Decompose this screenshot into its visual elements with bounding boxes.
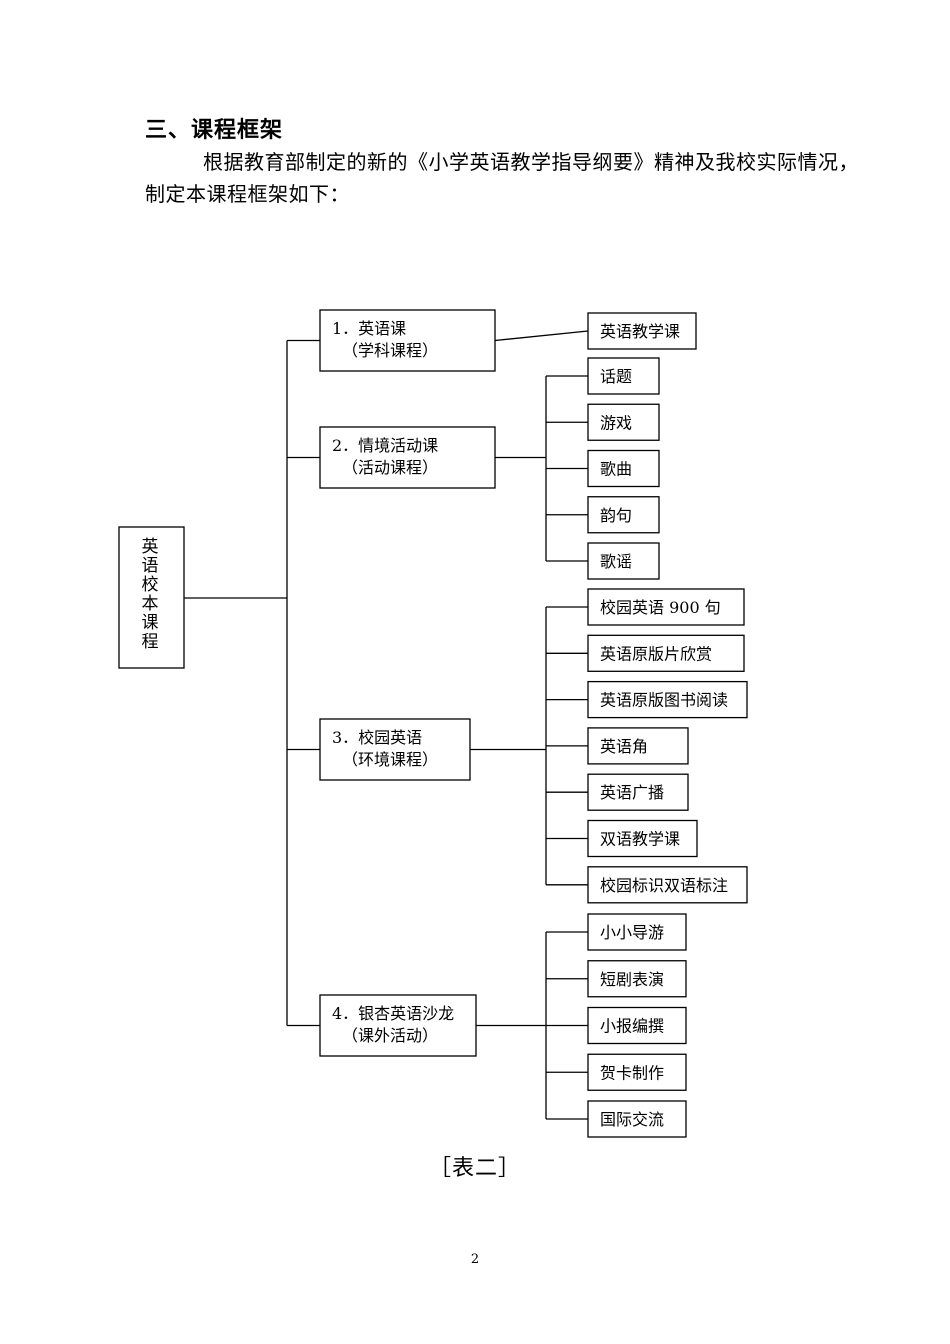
- branch-subtitle: （课外活动）: [342, 1026, 438, 1045]
- branch-subtitle: （环境课程）: [342, 750, 438, 769]
- root-label-char: 本: [142, 594, 159, 614]
- leaf-label: 话题: [600, 367, 632, 386]
- leaf-label: 英语教学课: [600, 322, 680, 341]
- leaf-label: 短剧表演: [600, 970, 664, 989]
- leaf-label: 游戏: [600, 413, 632, 432]
- leaf-box: [587, 542, 660, 580]
- leaf-label: 歌曲: [600, 460, 632, 479]
- leaf-box: [587, 449, 660, 488]
- root-box: [118, 526, 185, 669]
- leaf-box: [587, 773, 689, 811]
- leaf-label: 双语教学课: [600, 830, 680, 849]
- leaf-label: 国际交流: [600, 1110, 664, 1129]
- leaf-label: 英语原版片欣赏: [600, 644, 712, 663]
- leaf-box: [587, 866, 748, 904]
- branch-title: 1．英语课: [332, 319, 406, 338]
- branch-subtitle: （活动课程）: [342, 458, 438, 477]
- leaf-label: 韵句: [600, 506, 632, 525]
- leaf-label: 校园英语 900 句: [600, 598, 721, 617]
- leaf-box: [587, 819, 698, 858]
- section-heading: 三、课程框架: [145, 118, 284, 143]
- branch-subtitle: （学科课程）: [342, 341, 438, 360]
- leaf-label: 英语角: [600, 737, 648, 756]
- branch-box: [319, 426, 496, 489]
- branch-box: [319, 994, 477, 1057]
- leaf-label: 英语原版图书阅读: [600, 691, 728, 710]
- leaf-box: [587, 634, 745, 672]
- leaf-box: [587, 403, 660, 441]
- leaf-label: 贺卡制作: [600, 1063, 664, 1082]
- branch-title: 4．银杏英语沙龙: [332, 1004, 454, 1023]
- leaf-box: [587, 312, 697, 350]
- leaf-box: [587, 680, 748, 719]
- root-label-char: 英: [142, 537, 159, 557]
- leaf-label: 校园标识双语标注: [600, 876, 728, 895]
- root-label-char: 语: [142, 556, 159, 576]
- leaf-box: [587, 1100, 687, 1138]
- leaf-box: [587, 727, 689, 765]
- root-label-char: 程: [142, 632, 159, 652]
- root-label-char: 课: [142, 613, 159, 633]
- leaf-box: [587, 1006, 687, 1045]
- tree-connectors: [184, 330, 589, 1120]
- leaf-box: [587, 588, 745, 626]
- branch-title: 2．情境活动课: [332, 436, 438, 455]
- leaf-label: 小报编撰: [600, 1017, 664, 1036]
- leaf-label: 小小导游: [600, 923, 664, 942]
- item-connector: [494, 330, 589, 342]
- leaf-box: [587, 913, 687, 951]
- figure-caption: ［表二］: [428, 1156, 521, 1181]
- branch-box: [319, 718, 471, 781]
- intro-paragraph: 根据教育部制定的新的《小学英语教学指导纲要》精神及我校实际情况，制定本课程框架如…: [145, 150, 859, 206]
- branch-title: 3．校园英语: [332, 728, 422, 747]
- leaf-box: [587, 496, 660, 534]
- root-label-char: 校: [142, 575, 159, 595]
- leaf-box: [587, 960, 687, 998]
- branch-box: [319, 309, 496, 372]
- leaf-label: 英语广播: [600, 783, 664, 802]
- leaf-label: 歌谣: [600, 552, 632, 571]
- page-number: 2: [470, 1252, 480, 1267]
- leaf-box: [587, 1053, 687, 1091]
- leaf-box: [587, 357, 660, 395]
